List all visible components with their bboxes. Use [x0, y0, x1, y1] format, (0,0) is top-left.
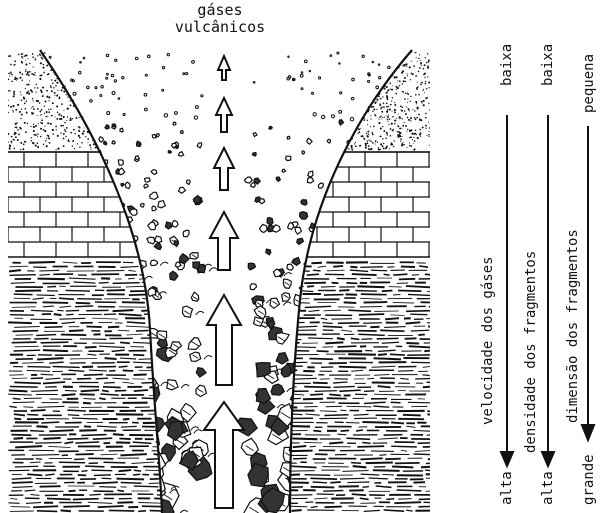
scale-1-bottom-label: alta [499, 471, 515, 505]
scale-2-bottom-label: alta [540, 471, 556, 505]
title-line-2: vulcânicos [150, 19, 290, 36]
up-arrow-icon [216, 98, 232, 132]
scale-1-label: velocidade dos gáses [480, 256, 496, 425]
scale-1-top-label: baixa [499, 44, 515, 86]
up-arrow-icon [214, 148, 234, 190]
rock-strata-left [7, 51, 197, 511]
scale-2-label: densidade dos fragmentos [523, 251, 539, 453]
up-arrow-icon [207, 295, 241, 385]
down-arrow-icon [582, 425, 594, 440]
up-arrow-icon [210, 212, 238, 270]
down-arrow-icon [501, 452, 513, 466]
down-arrow-icon [542, 452, 554, 466]
diagram-title: gáses vulcânicos [150, 2, 290, 36]
rock-strata-right [284, 51, 453, 511]
scale-3-label: dimensão dos fragmentos [565, 229, 581, 423]
scale-3-top-label: pequena [581, 54, 597, 113]
gas-arrows [204, 56, 244, 508]
up-arrow-icon [218, 56, 230, 80]
scale-3-bottom-label: grande [581, 454, 597, 505]
title-line-1: gáses [150, 2, 290, 19]
scale-2-top-label: baixa [540, 44, 556, 86]
